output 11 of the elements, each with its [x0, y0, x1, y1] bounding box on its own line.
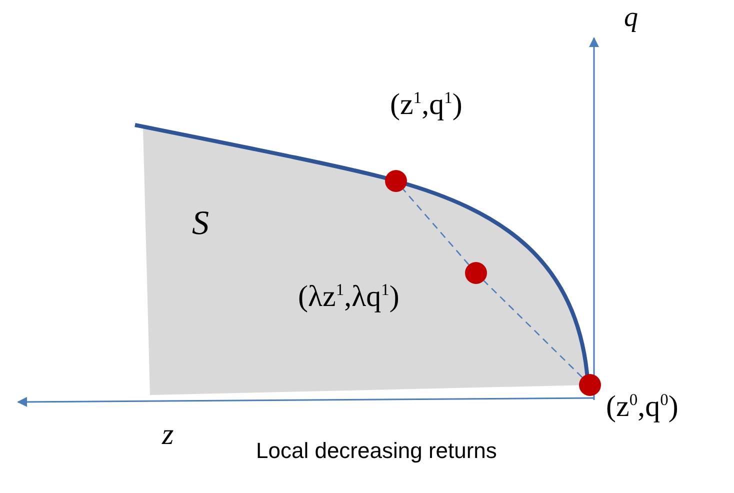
axis-label: S: [192, 205, 209, 243]
point-marker: [385, 170, 407, 192]
dashed-line: [483, 280, 583, 378]
axis-label: q: [624, 2, 638, 34]
dashed-line: [402, 188, 470, 266]
caption: Local decreasing returns: [256, 438, 497, 464]
point-label: (z$^{0}$,q$^{0}$): [606, 390, 678, 424]
point-marker: [579, 374, 601, 396]
point-label: (z$^{1}$,q$^{1}$): [390, 88, 462, 122]
axis-label: z: [162, 418, 174, 452]
point-label: (λz$^{1}$,λq$^{1}$): [298, 280, 400, 314]
